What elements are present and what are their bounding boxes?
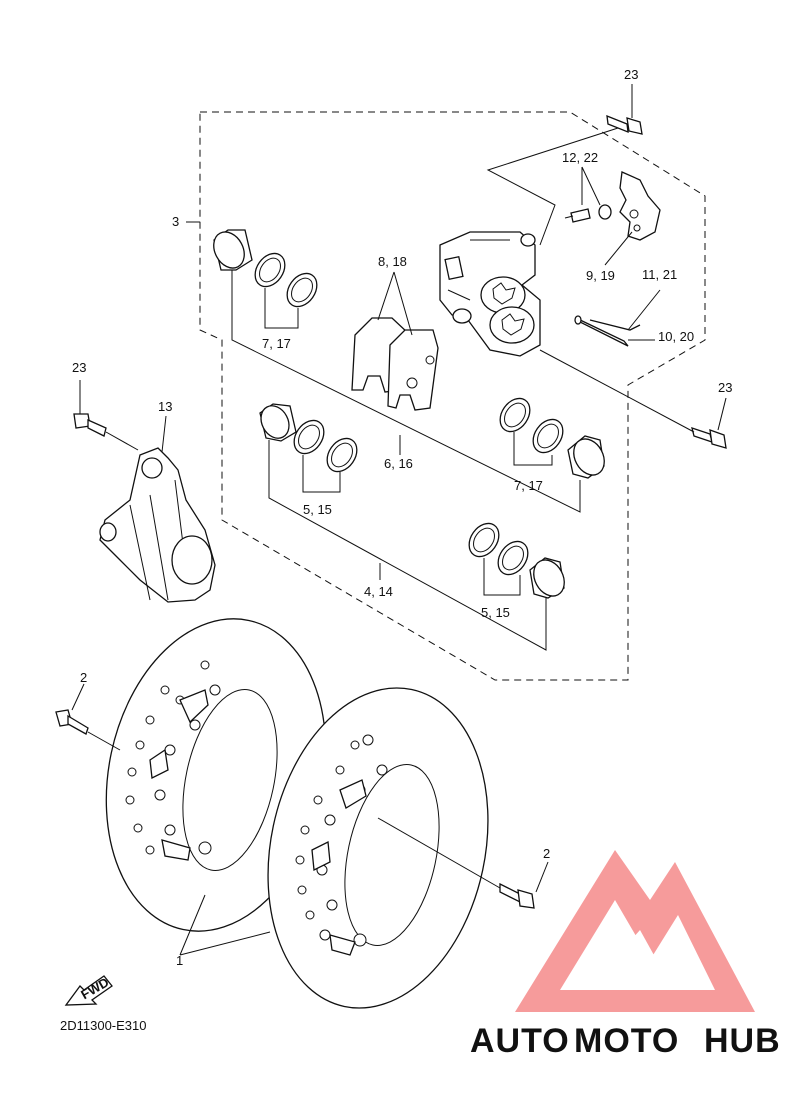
piston-lower-right: [529, 557, 565, 599]
diagram-code: 2D11300-E310: [60, 1018, 147, 1033]
seal-upper-right: [499, 397, 564, 454]
automotohub-logo: [515, 850, 755, 1012]
wordmark-moto: MOTO: [574, 1022, 679, 1060]
automotohub-wordmark: AUTO MOTO HUB: [470, 1022, 781, 1060]
callout-23-left: 23: [72, 360, 86, 375]
callout-5-15-top: 5, 15: [303, 502, 332, 517]
disc-bolt-left: [55, 709, 89, 735]
wordmark-hub: HUB: [704, 1022, 781, 1060]
callout-23-right: 23: [718, 380, 732, 395]
caliper-bolt-top: [606, 114, 643, 135]
callout-1: 1: [176, 953, 183, 968]
callout-12-22: 12, 22: [562, 150, 598, 165]
callout-4-14: 4, 14: [364, 584, 393, 599]
callout-9-19: 9, 19: [586, 268, 615, 283]
bleed-screw: [564, 204, 612, 223]
brake-disc-right: [267, 687, 489, 1009]
pad-pin: [574, 315, 641, 347]
callout-6-16: 6, 16: [384, 456, 413, 471]
callout-2-right: 2: [543, 846, 550, 861]
piston-lower-left: [259, 403, 297, 442]
seal-lower-left: [293, 419, 358, 473]
callout-23-top: 23: [624, 67, 638, 82]
callout-7-17-top: 7, 17: [262, 336, 291, 351]
seal-upper-left: [254, 252, 318, 308]
piston-upper-left: [213, 229, 253, 271]
seal-lower-right: [468, 522, 529, 576]
callout-13: 13: [158, 399, 172, 414]
callout-11-21: 11, 21: [642, 267, 677, 282]
wordmark-auto: AUTO: [470, 1022, 570, 1060]
pad-spring: [619, 171, 661, 241]
callout-3: 3: [172, 214, 179, 229]
callout-5-15-bottom: 5, 15: [481, 605, 510, 620]
callout-7-17-mid: 7, 17: [514, 478, 543, 493]
caliper-body: [439, 231, 541, 357]
callout-10-20: 10, 20: [658, 329, 694, 344]
fwd-arrow-icon: FWD: [64, 974, 113, 1006]
caliper-bracket: [99, 447, 216, 603]
caliper-assembly-boundary: [199, 111, 706, 681]
brake-pads: [351, 317, 439, 411]
callout-8-18: 8, 18: [378, 254, 407, 269]
caliper-bolt-right: [691, 427, 727, 449]
disc-bolt-right: [499, 882, 535, 909]
piston-upper-right: [567, 435, 605, 479]
callout-2-left: 2: [80, 670, 87, 685]
bracket-bolt: [73, 413, 107, 437]
